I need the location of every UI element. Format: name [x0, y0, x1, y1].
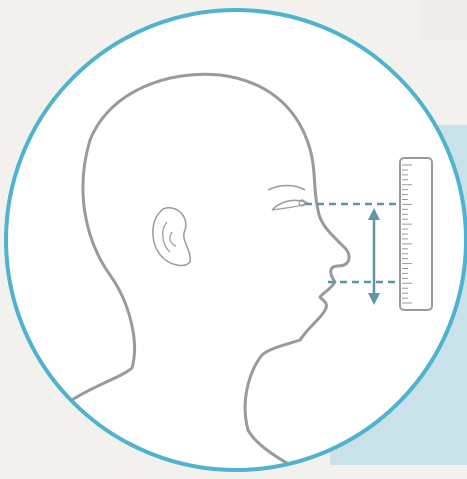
ruler-icon — [400, 158, 432, 310]
